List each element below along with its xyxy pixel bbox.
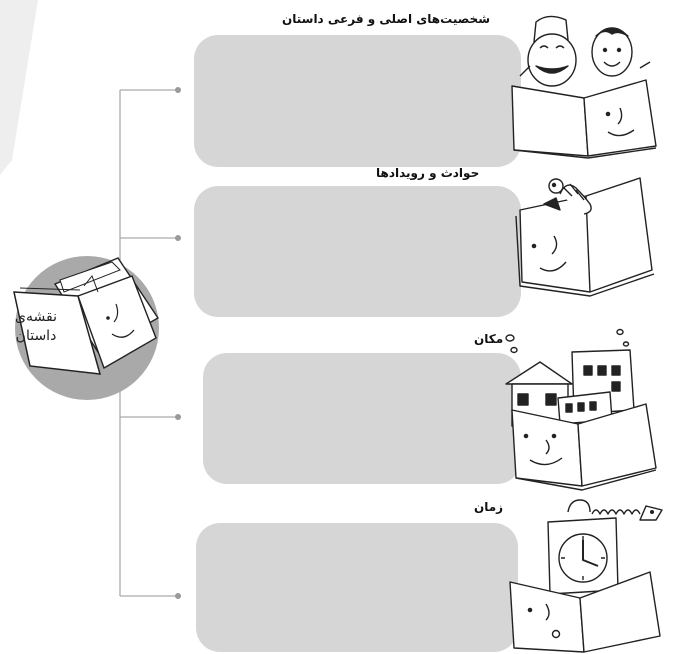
clock-on-book-icon (0, 0, 675, 654)
story-map-worksheet: نقشه‌ی داستان شخصیت‌های اصلی و فرعی داست… (0, 0, 675, 654)
